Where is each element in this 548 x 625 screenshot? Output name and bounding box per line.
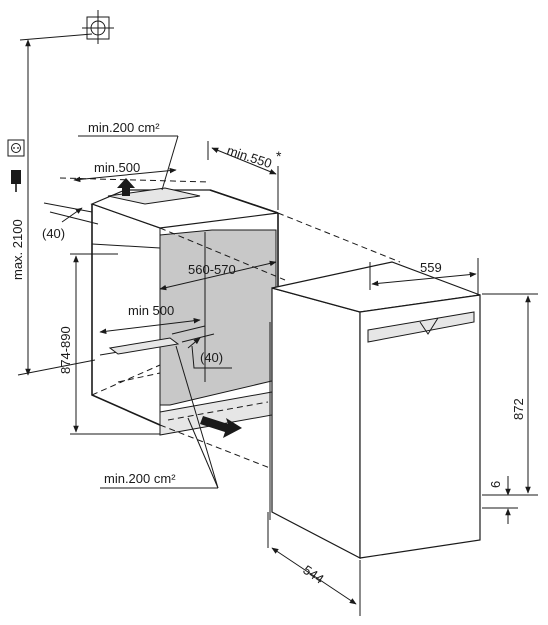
top-vent-depth-dimension — [73, 167, 177, 183]
unit-width-label: 559 — [420, 260, 442, 275]
ceiling-reference-line — [19, 33, 93, 41]
top-offset-label: (40) — [42, 226, 65, 241]
niche-height-label: 874-890 — [58, 326, 73, 374]
top-offset-dimension — [43, 202, 99, 225]
max-height-dimension — [17, 39, 96, 376]
bottom-vent-depth-label: min 500 — [128, 303, 174, 318]
crosshair-icon — [82, 10, 114, 44]
unit-height-label: 872 — [511, 398, 526, 420]
niche-width-label: 560-570 — [188, 262, 236, 277]
unit-depth-dimension — [267, 512, 361, 616]
niche-depth-label: min.550 — [225, 143, 274, 172]
unit-height-dimension — [482, 293, 538, 496]
plug-icon — [11, 170, 21, 192]
plinth-gap-label: 6 — [488, 481, 503, 488]
bottom-vent-area-label: min.200 cm² — [104, 471, 176, 486]
power-socket-icon — [7, 139, 25, 157]
unit-depth-label: 544 — [300, 562, 326, 587]
niche-depth-note: * — [276, 148, 282, 164]
arrow-right-icon — [200, 416, 242, 438]
niche-width-dimension — [159, 260, 277, 291]
max-height-label: max. 2100 — [10, 219, 25, 280]
appliance-unit — [269, 261, 481, 559]
unit-width-dimension — [369, 258, 479, 296]
bottom-offset-dimension — [171, 325, 232, 369]
arrow-up-icon — [117, 178, 135, 196]
top-vent-area-label: min.200 cm² — [88, 120, 160, 135]
top-vent-depth-label: min.500 — [94, 160, 140, 175]
bottom-vent-area-callout — [100, 345, 219, 489]
niche-height-dimension — [70, 253, 160, 435]
plinth-gap-dimension — [482, 476, 518, 524]
bottom-vent-depth-dimension — [99, 317, 201, 335]
niche-depth-dimension — [207, 141, 279, 210]
bottom-offset-label: (40) — [200, 350, 223, 365]
